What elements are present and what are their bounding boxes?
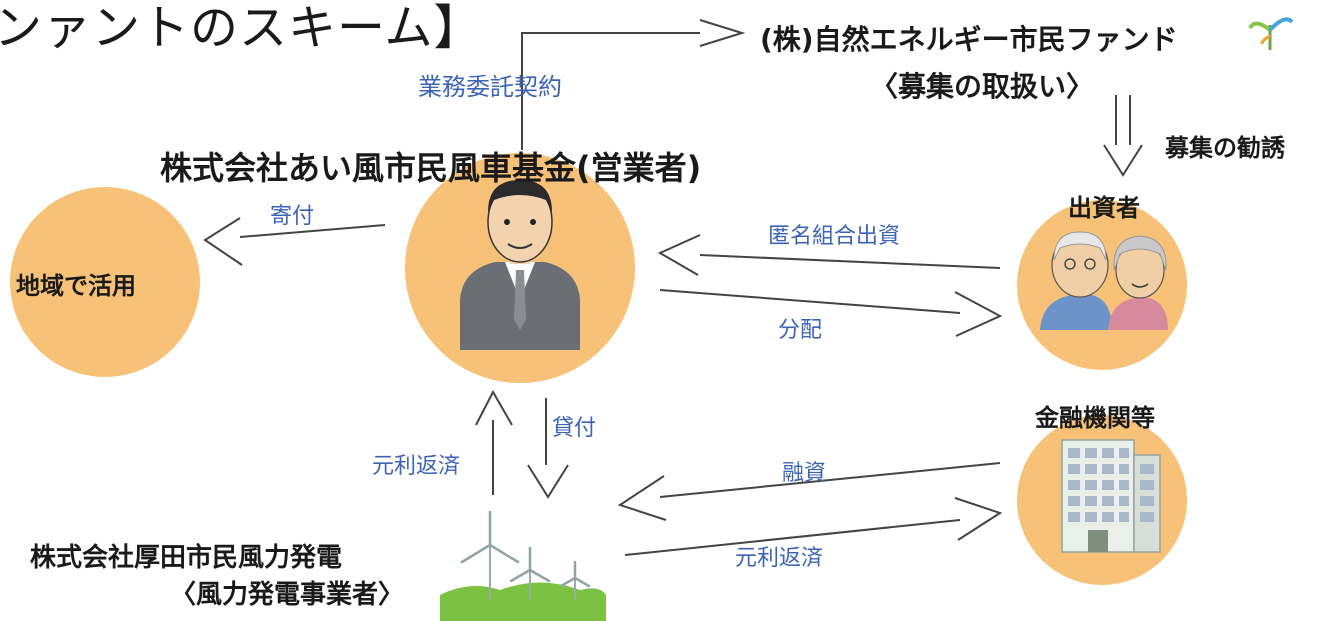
financing-arrow xyxy=(617,462,1001,521)
local-use-label: 地域で活用 xyxy=(16,272,136,300)
fund-logo-icon xyxy=(1248,17,1294,50)
bank-label: 金融機関等 xyxy=(1035,404,1155,432)
financing-label: 融資 xyxy=(782,461,827,486)
loan-label: 貸付 xyxy=(552,416,597,441)
repayment-up-label: 元利返済 xyxy=(372,454,461,479)
investors-label: 出資者 xyxy=(1068,194,1140,222)
businessman-icon xyxy=(460,180,580,350)
page-title-fragment: ンァントのスキーム】 xyxy=(0,0,483,56)
solicitation-label: 募集の勧誘 xyxy=(1165,134,1285,162)
repayment-right-arrow xyxy=(624,497,1003,556)
operator-name: 株式会社あい風市民風車基金(営業者) xyxy=(160,149,702,187)
contract-label: 業務委託契約 xyxy=(418,73,562,101)
power-company-role: 〈風力発電事業者〉 xyxy=(170,580,405,610)
power-company-name: 株式会社厚田市民風力発電 xyxy=(30,543,343,573)
local-use-circle xyxy=(10,187,200,377)
contract-arrow-head xyxy=(699,19,746,47)
fund-name: (株)自然エネルギー市民ファンド xyxy=(760,23,1178,56)
elderly-couple-icon xyxy=(1040,231,1168,330)
partnership-label: 匿名組合出資 xyxy=(768,224,901,249)
contract-arrow-line xyxy=(521,32,700,150)
partnership-arrow xyxy=(657,234,1001,276)
donation-label: 寄付 xyxy=(270,204,315,229)
fund-role: 〈募集の取扱い〉 xyxy=(870,70,1095,103)
bank-building-icon xyxy=(1061,439,1161,553)
donation-arrow xyxy=(203,217,386,266)
repayment-up-arrow xyxy=(475,389,513,495)
distribution-arrow xyxy=(659,289,1003,337)
loan-down-arrow xyxy=(527,398,569,499)
solicitation-arrow xyxy=(1103,95,1143,177)
distribution-label: 分配 xyxy=(778,318,823,343)
wind-turbines-icon xyxy=(440,510,606,621)
repayment-right-label: 元利返済 xyxy=(735,546,824,571)
